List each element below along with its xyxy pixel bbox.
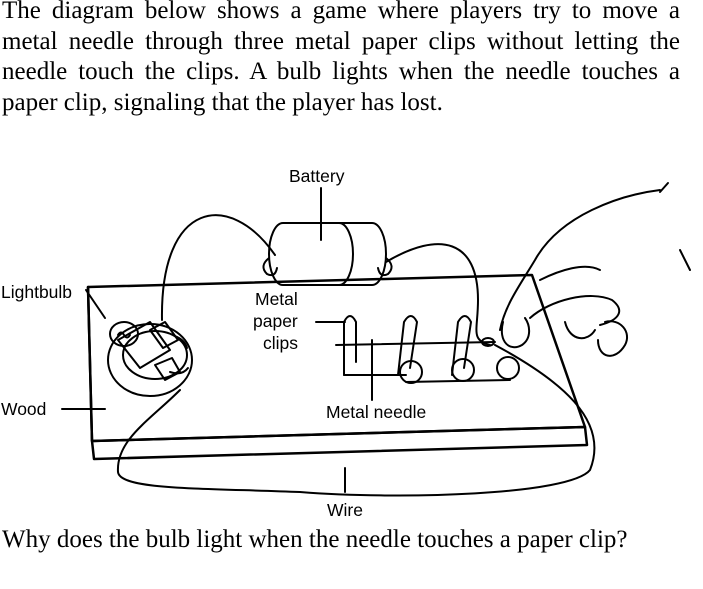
wood-board: [86, 273, 589, 461]
circuit-wires: [116, 214, 596, 497]
metal-needle: [335, 337, 496, 347]
lightbulb-label: Lightbulb: [1, 282, 72, 302]
intro-text: The diagram below shows a game where pla…: [2, 0, 680, 116]
circuit-game-diagram: Battery Lightbulb Metal paper clips Wood…: [1, 166, 691, 520]
battery-label: Battery: [289, 166, 345, 186]
needle-label: Metal needle: [326, 402, 426, 422]
battery: [262, 222, 393, 286]
wire: [116, 344, 596, 497]
paper-clips: [343, 315, 520, 384]
hand: [499, 182, 691, 357]
wood-label: Wood: [1, 399, 46, 419]
lightbulb-icon: [109, 321, 139, 347]
wire-label: Wire: [327, 500, 363, 520]
leader-lines: [61, 187, 373, 493]
clips-label-line2: paper: [253, 311, 298, 331]
clips-label-line3: clips: [263, 333, 298, 353]
question-text: Why does the bulb light when the needle …: [2, 526, 628, 553]
lightbulb-assembly: [107, 321, 193, 397]
clips-label-line1: Metal: [255, 289, 298, 309]
